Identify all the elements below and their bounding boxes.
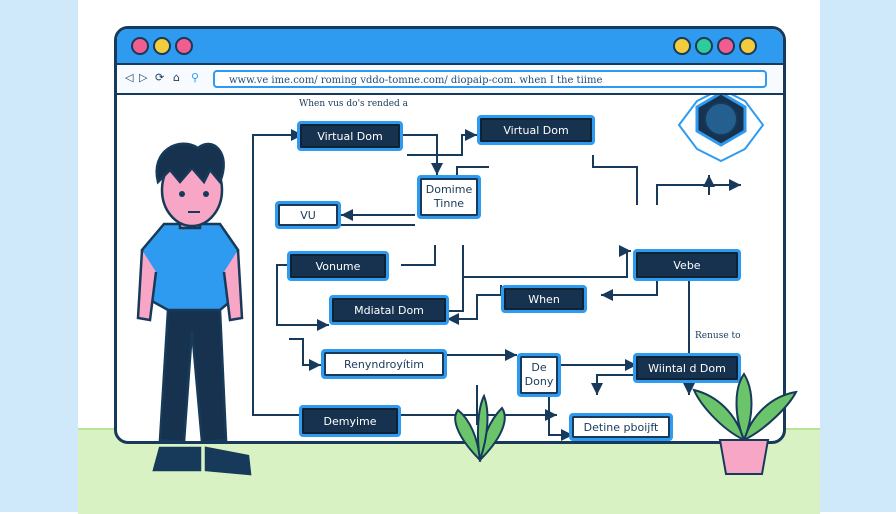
connector: [548, 389, 573, 441]
potted-plant-icon: [692, 372, 798, 475]
person-illustration: [136, 142, 252, 476]
forward-arrow-icon[interactable]: ▷: [139, 71, 148, 84]
connector: [403, 134, 443, 175]
connector: [601, 275, 658, 301]
diagram-caption-right: Renuse to: [695, 331, 741, 341]
status-dot-icon: [673, 37, 691, 55]
node-vonume[interactable]: Vonume: [287, 251, 389, 281]
connector: [289, 338, 321, 371]
close-dot-icon[interactable]: [131, 37, 149, 55]
home-icon[interactable]: ⌂: [173, 71, 180, 84]
diagram-caption-top: When vus do's rended a: [299, 99, 409, 109]
connector: [401, 245, 436, 266]
node-vu[interactable]: VU: [275, 201, 341, 229]
node-when[interactable]: When: [501, 285, 587, 313]
search-icon: ⚲: [191, 71, 200, 84]
reload-icon[interactable]: ⟳: [155, 71, 165, 84]
node-vebe[interactable]: Vebe: [633, 249, 741, 281]
connector: [447, 294, 497, 325]
node-detine-pboijft[interactable]: Detine pboijft: [569, 413, 673, 441]
background-left-panel: [0, 0, 78, 512]
node-virtual-dom-2[interactable]: Virtual Dom: [477, 115, 595, 145]
connector: [591, 374, 633, 395]
node-de-dony[interactable]: De Dony: [517, 353, 561, 397]
target-octagon-icon: [677, 95, 765, 163]
connector: [252, 134, 557, 421]
connector: [276, 264, 329, 331]
address-row: ◁ ▷ ⟳ ⌂ ⚲ www.ve ime.com/ roming vddo-to…: [117, 65, 783, 95]
status-dot-icon: [739, 37, 757, 55]
maximize-dot-icon[interactable]: [175, 37, 193, 55]
connector: [462, 245, 631, 278]
status-dot-icon: [717, 37, 735, 55]
connector: [592, 155, 638, 205]
background-right-panel: [820, 0, 896, 512]
node-wiintal-dom[interactable]: Wiintal d Dom: [633, 353, 741, 383]
diagram-canvas: When vus do's rended a Renuse to Virtual…: [117, 95, 783, 441]
minimize-dot-icon[interactable]: [153, 37, 171, 55]
browser-window: ◁ ▷ ⟳ ⌂ ⚲ www.ve ime.com/ roming vddo-to…: [114, 26, 786, 444]
node-mdiatal-dom[interactable]: Mdiatal Dom: [329, 295, 449, 325]
node-virtual-dom[interactable]: Virtual Dom: [297, 121, 403, 151]
url-bar[interactable]: www.ve ime.com/ roming vddo-tomne.com/ d…: [213, 70, 767, 88]
title-bar: [117, 29, 783, 65]
status-dot-icon: [695, 37, 713, 55]
connector: [407, 129, 477, 156]
connector: [656, 179, 741, 205]
node-demyime[interactable]: Demyime: [299, 405, 401, 437]
back-arrow-icon[interactable]: ◁: [125, 71, 134, 84]
node-renyndroy[interactable]: Renyndroyítim: [321, 349, 447, 379]
plant-small-icon: [454, 393, 506, 462]
diagram-connectors: [252, 95, 765, 441]
node-domime-tinne[interactable]: Domime Tinne: [417, 175, 481, 219]
